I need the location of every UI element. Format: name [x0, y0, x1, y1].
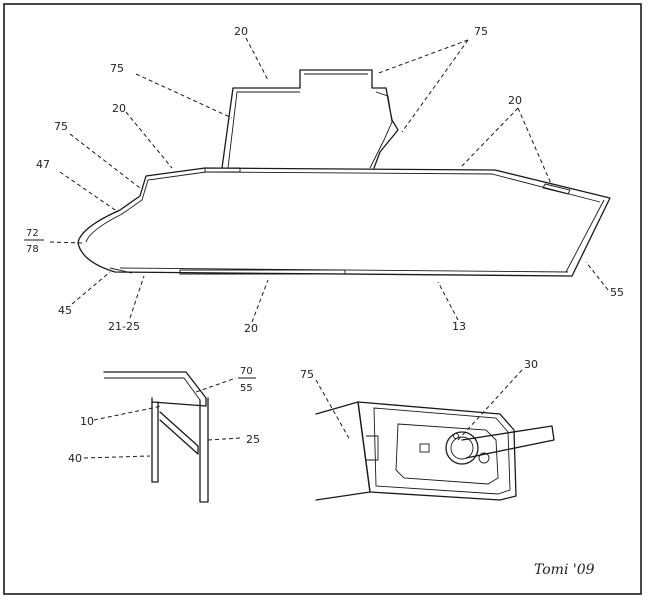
label-30: 30 — [524, 358, 538, 371]
leader-20-left — [125, 111, 173, 169]
leader-10 — [93, 405, 163, 421]
mantlet-hull-line — [315, 401, 371, 501]
deck-plate — [204, 167, 241, 173]
leader-47 — [59, 171, 119, 213]
leader-70-55 — [195, 377, 237, 393]
hull-belly-plate — [179, 269, 346, 275]
leader-55 — [585, 261, 609, 291]
label-20-bottom: 20 — [244, 322, 258, 335]
leader-13 — [437, 281, 459, 321]
leader-25 — [207, 437, 241, 441]
label-45: 45 — [58, 304, 72, 317]
label-20-top: 20 — [234, 25, 248, 38]
label-72: 72 — [26, 228, 39, 239]
superstructure-inner-line — [227, 91, 300, 169]
leader-30 — [457, 369, 523, 441]
mantlet-recess — [395, 423, 499, 485]
leader-20-bottom — [251, 279, 269, 323]
label-20-right: 20 — [508, 94, 522, 107]
bracket-rear-leg — [199, 397, 209, 503]
superstructure-rear-inner — [369, 91, 393, 169]
leader-20-right-a — [461, 107, 519, 167]
bracket-top-plate — [103, 371, 207, 407]
hull-nose-bottom — [109, 267, 133, 274]
label-75-top-right: 75 — [474, 25, 488, 38]
leader-75-a — [375, 39, 469, 75]
drawing-frame — [3, 3, 642, 595]
leader-75-left — [69, 133, 141, 189]
mantlet-detail: 75 30 — [300, 358, 555, 501]
bracket-front-leg — [151, 397, 159, 483]
label-55: 55 — [610, 286, 624, 299]
label-10: 10 — [80, 415, 94, 428]
gun-barrel — [461, 425, 555, 459]
leader-40 — [83, 455, 151, 459]
label-21-25: 21-25 — [108, 320, 140, 333]
bracket-detail: 70 55 10 25 40 — [68, 366, 260, 503]
mantlet-bolt — [478, 452, 490, 464]
mantlet-side-block — [366, 435, 379, 461]
label-47: 47 — [36, 158, 50, 171]
mantlet-vision-port — [419, 443, 430, 453]
label-75-top-left: 75 — [110, 62, 124, 75]
leader-75-top-left — [135, 73, 233, 119]
gun-collar-inner — [450, 436, 474, 460]
artist-signature: Tomi '09 — [534, 562, 595, 578]
superstructure-outline — [221, 69, 399, 169]
mantlet-outer-inner — [373, 407, 511, 495]
bracket-top-inner — [104, 377, 201, 401]
label-75-mantlet: 75 — [300, 368, 314, 381]
leader-45 — [71, 271, 111, 305]
hull-side-view: 20 75 75 20 75 47 72 78 45 21-25 20 13 5… — [24, 25, 624, 335]
leader-75-mantlet — [315, 379, 351, 441]
label-40: 40 — [68, 452, 82, 465]
hull-deck-inner — [207, 171, 601, 203]
leader-21-25 — [129, 275, 145, 319]
label-75-left: 75 — [54, 120, 68, 133]
leader-20-right-b — [517, 107, 553, 187]
bracket-brace — [159, 411, 199, 455]
leader-20-top — [245, 37, 269, 81]
label-70: 70 — [240, 366, 253, 377]
mantlet-rivet — [453, 433, 459, 439]
label-13: 13 — [452, 320, 466, 333]
hull-nose-inner — [85, 171, 207, 243]
label-25: 25 — [246, 433, 260, 446]
label-20-left: 20 — [112, 102, 126, 115]
label-55-detail: 55 — [240, 383, 253, 394]
gun-collar — [445, 431, 479, 465]
mantlet-outer-plate — [357, 401, 517, 501]
label-78: 78 — [26, 244, 39, 255]
leader-72-78 — [49, 241, 83, 244]
rear-deck-plate — [542, 183, 571, 195]
leader-75-b — [401, 39, 469, 133]
hull-rear-inner — [565, 199, 605, 273]
